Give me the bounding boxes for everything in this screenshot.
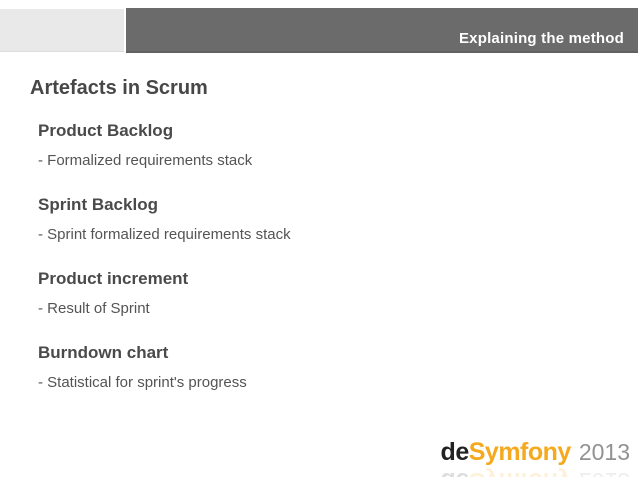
section-heading: Product increment bbox=[38, 269, 189, 288]
section-detail: - Formalized requirements stack bbox=[38, 152, 253, 169]
logo-prefix: de bbox=[440, 438, 470, 466]
logo-name: Symfony bbox=[468, 438, 572, 466]
section-heading: Product Backlog bbox=[38, 121, 174, 140]
sections-list: Product Backlog - Formalized requirement… bbox=[38, 120, 598, 392]
section-sprint-backlog: Sprint Backlog - Sprint formalized requi… bbox=[38, 194, 598, 244]
header-bar: Explaining the method bbox=[126, 8, 638, 53]
section-burndown-chart: Burndown chart - Statistical for sprint'… bbox=[38, 342, 598, 392]
section-heading: Burndown chart bbox=[38, 343, 169, 362]
section-detail: - Result of Sprint bbox=[38, 300, 150, 317]
header-section-label: Explaining the method bbox=[458, 30, 624, 47]
page-title: Artefacts in Scrum bbox=[30, 77, 208, 99]
section-detail: - Sprint formalized requirements stack bbox=[38, 226, 291, 243]
logo-year: 2013 bbox=[578, 439, 630, 465]
header-accent-box bbox=[0, 9, 124, 52]
section-product-backlog: Product Backlog - Formalized requirement… bbox=[38, 120, 598, 170]
section-heading: Sprint Backlog bbox=[38, 195, 158, 214]
section-product-increment: Product increment - Result of Sprint bbox=[38, 268, 598, 318]
section-detail: - Statistical for sprint's progress bbox=[38, 374, 247, 391]
